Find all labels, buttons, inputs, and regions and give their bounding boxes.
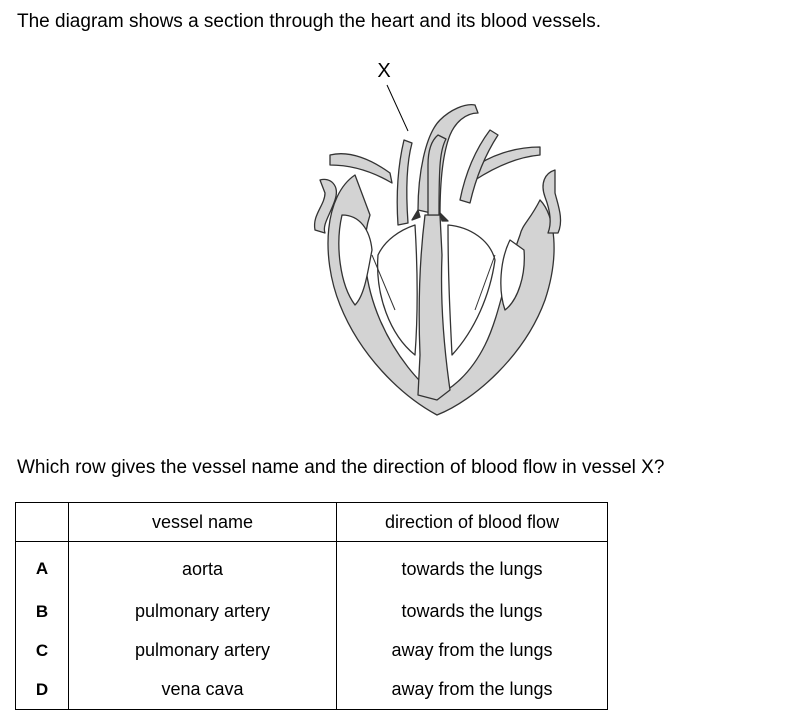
vessel-name-cell: pulmonary artery — [68, 631, 337, 670]
superior-vena-cava — [396, 139, 413, 226]
heart-illustration — [313, 104, 562, 416]
pulmonary-trunk — [427, 134, 447, 216]
vessel-name-cell: aorta — [68, 541, 337, 592]
table-row: A aorta towards the lungs — [15, 541, 608, 592]
table-row: C pulmonary artery away from the lungs — [15, 631, 608, 670]
table-row: D vena cava away from the lungs — [15, 670, 608, 710]
left-lower-vessel — [313, 178, 337, 234]
option-letter: D — [15, 670, 69, 710]
right-pulmonary-vessel — [469, 146, 541, 181]
right-ventricle — [376, 224, 418, 356]
label-x: X — [377, 60, 390, 82]
header-letter — [15, 502, 69, 542]
option-letter: B — [15, 592, 69, 631]
heart-outer-wall — [327, 174, 555, 416]
direction-cell: towards the lungs — [336, 541, 608, 592]
right-lower-vessel — [542, 169, 562, 234]
option-letter: C — [15, 631, 69, 670]
heart-diagram: X — [313, 60, 562, 416]
label-x-leader — [386, 84, 409, 132]
option-letter: A — [15, 541, 69, 592]
vessel-name-cell: pulmonary artery — [68, 592, 337, 631]
direction-cell: towards the lungs — [336, 592, 608, 631]
header-vessel-name: vessel name — [68, 502, 337, 542]
right-atrium — [338, 214, 373, 306]
question-text: Which row gives the vessel name and the … — [17, 457, 665, 478]
options-table: vessel name direction of blood flow A ao… — [15, 502, 608, 710]
table-row: B pulmonary artery towards the lungs — [15, 592, 608, 631]
upper-right-vessel — [459, 129, 499, 204]
left-pulmonary-vessel — [329, 153, 393, 184]
vessel-name-cell: vena cava — [68, 670, 337, 710]
intro-text: The diagram shows a section through the … — [17, 11, 602, 32]
table-header-row: vessel name direction of blood flow — [15, 502, 608, 542]
header-direction: direction of blood flow — [336, 502, 608, 542]
direction-cell: away from the lungs — [336, 670, 608, 710]
left-atrium — [500, 239, 525, 311]
heart-septum — [417, 214, 451, 401]
left-ventricle — [447, 224, 496, 356]
direction-cell: away from the lungs — [336, 631, 608, 670]
